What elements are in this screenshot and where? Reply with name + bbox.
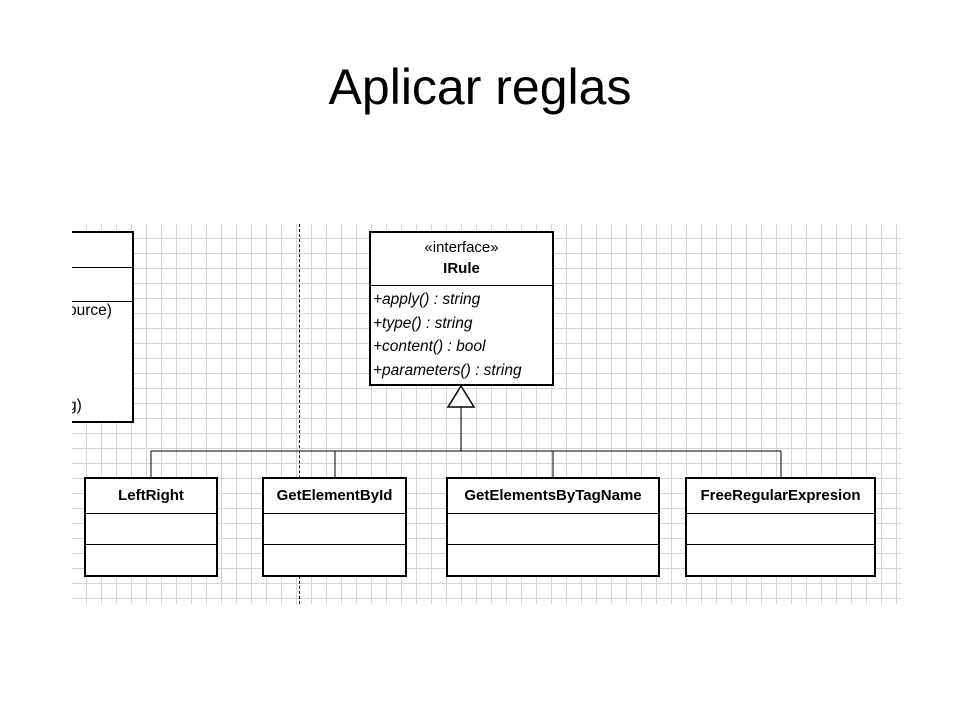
- slide-title: Aplicar reglas: [328, 59, 632, 115]
- operation-apply: +apply() : string: [373, 291, 481, 308]
- partial-operation-2: g): [72, 397, 82, 414]
- class-operations: [448, 544, 658, 575]
- operation-parameters: +parameters() : string: [373, 361, 522, 379]
- uml-class-diagram: ource) g) «interface» IRule +apply() : s…: [72, 224, 902, 604]
- class-name: GetElementById: [276, 487, 393, 504]
- class-attributes: [264, 513, 405, 544]
- interface-stereotype: «interface»: [424, 239, 499, 256]
- class-leftright: LeftRight: [84, 477, 218, 577]
- package-boundary-dashed-line: [299, 224, 300, 604]
- class-operations: [687, 544, 874, 575]
- class-name: LeftRight: [118, 487, 184, 504]
- interface-header: «interface» IRule: [371, 233, 552, 285]
- interface-name: IRule: [443, 260, 480, 277]
- partial-class-attributes: [72, 267, 132, 301]
- class-attributes: [86, 513, 216, 544]
- partial-class-operations: [72, 301, 132, 421]
- class-name: FreeRegularExpresion: [700, 487, 861, 504]
- class-attributes: [448, 513, 658, 544]
- class-freeregularexpresion: FreeRegularExpresion: [685, 477, 876, 577]
- interface-operations: +apply() : string +type() : string +cont…: [371, 285, 552, 382]
- operation-type: +type() : string: [373, 314, 473, 332]
- class-name: GetElementsByTagName: [464, 487, 642, 504]
- partial-operation-1: ource): [72, 302, 112, 319]
- operation-content: +content() : bool: [373, 338, 486, 355]
- generalization-arrowhead: [446, 384, 476, 408]
- class-attributes: [687, 513, 874, 544]
- interface-irule: «interface» IRule +apply() : string +typ…: [369, 231, 554, 386]
- class-operations: [86, 544, 216, 575]
- class-getelementbyid: GetElementById: [262, 477, 407, 577]
- class-operations: [264, 544, 405, 575]
- class-getelementsbytagname: GetElementsByTagName: [446, 477, 660, 577]
- partial-class-box: [72, 231, 134, 423]
- inheritance-connectors: [150, 384, 782, 477]
